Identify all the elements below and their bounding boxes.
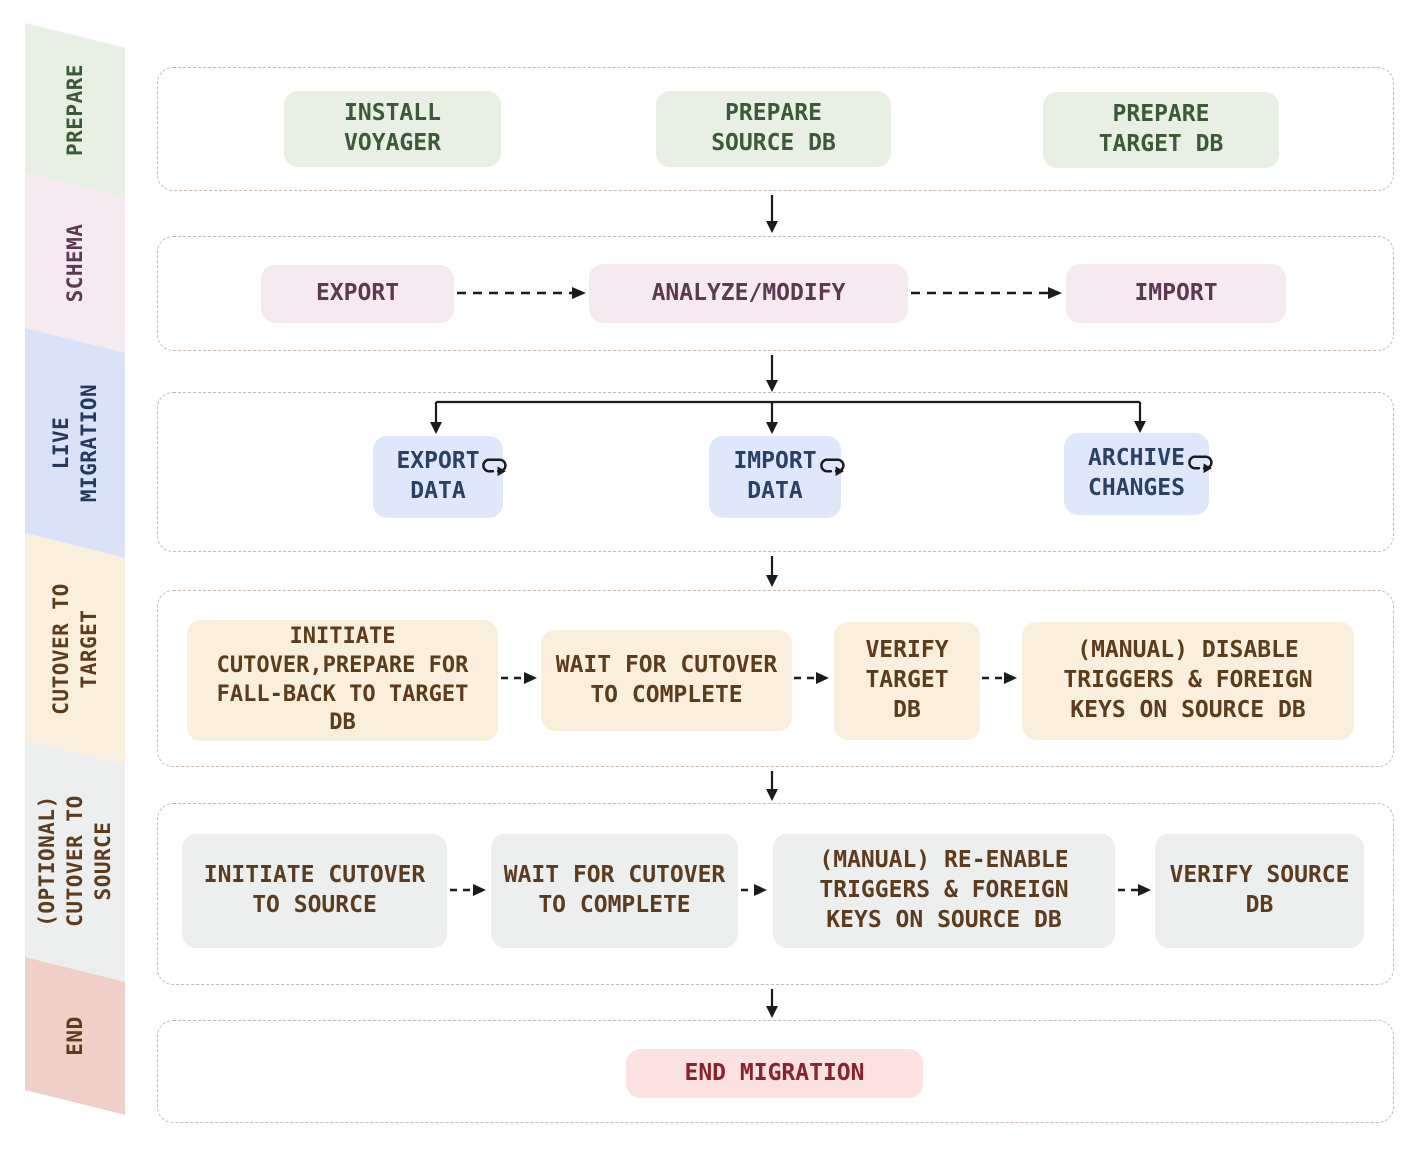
sidebar-label: END bbox=[62, 1015, 87, 1056]
node-label: IMPORT DATA bbox=[733, 448, 817, 504]
node-import-data: IMPORT DATA bbox=[709, 436, 845, 518]
node-export-schema: EXPORT bbox=[261, 265, 454, 323]
sidebar-label: CUTOVER TO TARGET bbox=[48, 582, 101, 715]
sidebar-section-prepare: PREPARE bbox=[25, 23, 125, 198]
stage-row-prepare: INSTALL VOYAGER PREPARE SOURCE DB PREPAR… bbox=[157, 67, 1394, 191]
node-label: EXPORT DATA bbox=[396, 448, 480, 504]
loop-arrow-icon bbox=[1188, 422, 1215, 473]
stage-row-end: END MIGRATION bbox=[157, 1020, 1394, 1123]
loop-arrow-icon bbox=[820, 425, 847, 476]
sidebar-label: PREPARE bbox=[62, 63, 87, 157]
node-export-data: EXPORT DATA bbox=[373, 436, 507, 518]
stage-row-cutover-to-target: INITIATE CUTOVER,PREPARE FOR FALL-BACK T… bbox=[157, 590, 1394, 767]
sidebar-label: (OPTIONAL) CUTOVER TO SOURCE bbox=[34, 794, 116, 927]
node-prepare-source-db: PREPARE SOURCE DB bbox=[656, 91, 891, 167]
node-prepare-target-db: PREPARE TARGET DB bbox=[1043, 92, 1279, 168]
node-end-migration: END MIGRATION bbox=[626, 1049, 923, 1098]
stage-row-live-migration: EXPORT DATA IMPORT DATA ARCHIVE CHANGES bbox=[157, 392, 1394, 552]
node-install-voyager: INSTALL VOYAGER bbox=[284, 91, 501, 167]
stage-row-schema: EXPORT ANALYZE/MODIFY IMPORT bbox=[157, 236, 1394, 351]
node-label: ARCHIVE CHANGES bbox=[1088, 445, 1185, 501]
node-analyze-modify-schema: ANALYZE/MODIFY bbox=[589, 264, 908, 323]
node-initiate-cutover-target: INITIATE CUTOVER,PREPARE FOR FALL-BACK T… bbox=[187, 620, 498, 741]
node-wait-cutover-source: WAIT FOR CUTOVER TO COMPLETE bbox=[491, 834, 738, 948]
node-import-schema: IMPORT bbox=[1066, 264, 1286, 323]
sidebar-section-cutover-to-target: CUTOVER TO TARGET bbox=[25, 533, 125, 765]
sidebar-section-schema: SCHEMA bbox=[25, 173, 125, 353]
stage-row-optional-cutover-to-source: INITIATE CUTOVER TO SOURCE WAIT FOR CUTO… bbox=[157, 803, 1394, 985]
node-wait-cutover-target: WAIT FOR CUTOVER TO COMPLETE bbox=[541, 630, 792, 731]
node-initiate-cutover-source: INITIATE CUTOVER TO SOURCE bbox=[182, 834, 447, 948]
node-verify-target-db: VERIFY TARGET DB bbox=[834, 622, 980, 740]
node-archive-changes: ARCHIVE CHANGES bbox=[1064, 433, 1213, 515]
sidebar-label: LIVE MIGRATION bbox=[48, 383, 101, 502]
node-verify-source-db: VERIFY SOURCE DB bbox=[1155, 834, 1364, 948]
sidebar-section-end: END bbox=[25, 957, 125, 1115]
sidebar-section-optional-cutover-to-source: (OPTIONAL) CUTOVER TO SOURCE bbox=[25, 740, 125, 982]
node-manual-disable-triggers: (MANUAL) DISABLE TRIGGERS & FOREIGN KEYS… bbox=[1022, 622, 1354, 740]
sidebar-section-live-migration: LIVE MIGRATION bbox=[25, 328, 125, 558]
node-manual-reenable-triggers: (MANUAL) RE-ENABLE TRIGGERS & FOREIGN KE… bbox=[773, 834, 1115, 948]
sidebar-label: SCHEMA bbox=[62, 223, 87, 302]
loop-arrow-icon bbox=[482, 425, 509, 476]
stage-sidebar: PREPARE SCHEMA LIVE MIGRATION CUTOVER TO… bbox=[25, 0, 125, 1152]
